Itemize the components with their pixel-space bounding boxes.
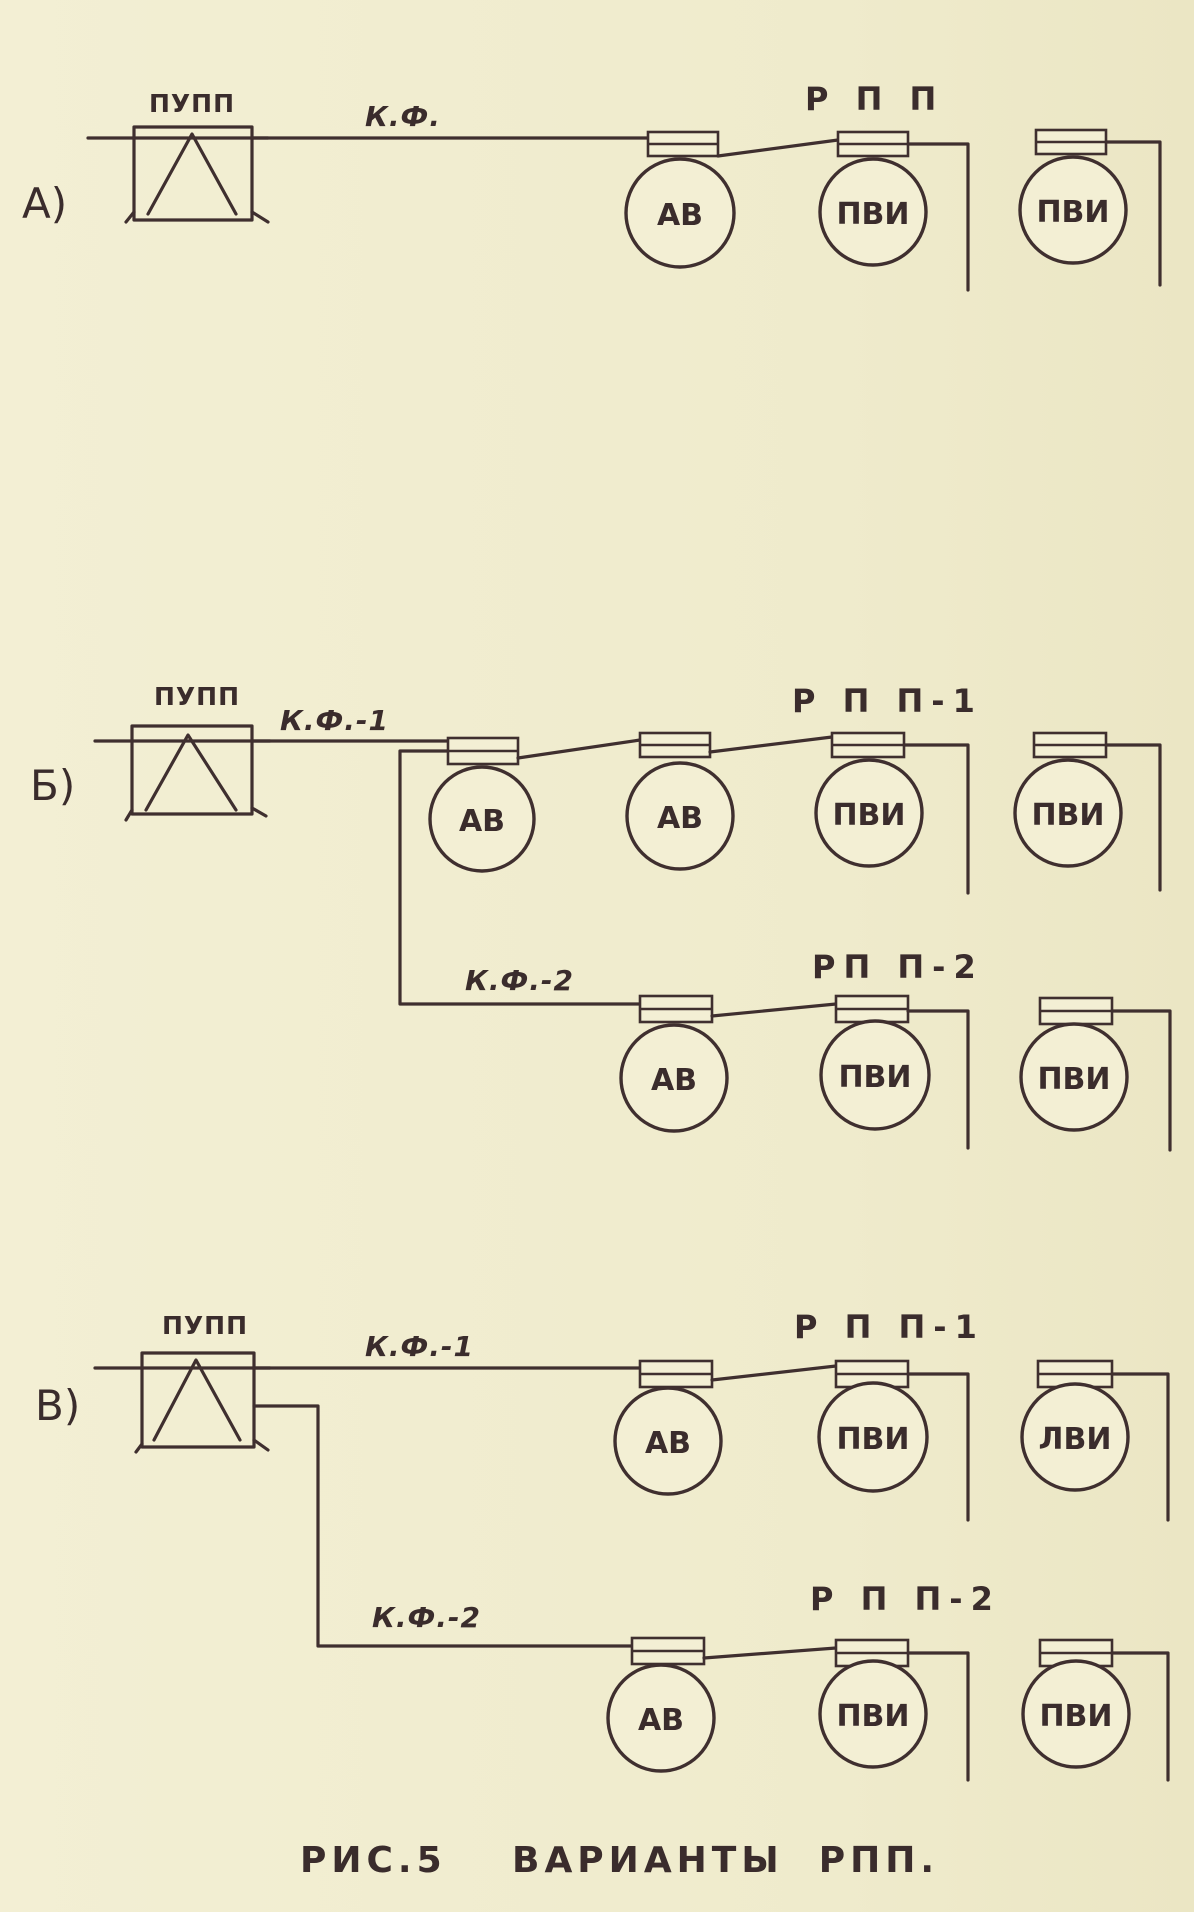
variant-c-row1-device-1-label: АВ xyxy=(645,1426,691,1461)
variant-c-row2-device-2: ПВИ xyxy=(818,1638,928,1769)
variant-c-cable-2-label: К.Ф.-2 xyxy=(372,1601,481,1634)
variant-c-group-2-label: Р П П-2 xyxy=(810,1580,1001,1618)
variant-a-device-2-label: ПВИ xyxy=(836,197,909,232)
variant-b-pupp-unit: ПУПП xyxy=(93,682,272,822)
variant-b-row1-device-4: ПВИ xyxy=(1013,731,1123,868)
variant-a: А) ПУПП К.Ф. Р П П АВ ПВИ xyxy=(22,80,1162,292)
variant-a-pupp-label: ПУПП xyxy=(149,89,235,118)
variant-c-row2-device-3: ПВИ xyxy=(1021,1638,1131,1769)
caption-figure-number: РИС.5 xyxy=(300,1840,447,1881)
variant-b-pupp-label: ПУПП xyxy=(154,682,240,711)
variant-b-row1-device-2: АВ xyxy=(625,731,735,871)
variant-c-row1-device-3-label: ЛВИ xyxy=(1039,1422,1112,1457)
variant-b-row1-device-3-label: ПВИ xyxy=(832,798,905,833)
variant-b-row2-device-3: ПВИ xyxy=(1019,996,1129,1132)
variant-c-row2-device-3-label: ПВИ xyxy=(1039,1699,1112,1734)
variant-b-row1-device-3: ПВИ xyxy=(814,731,924,868)
variant-c-pupp-unit: ПУПП xyxy=(93,1311,272,1454)
variant-a-label: А) xyxy=(22,179,67,228)
variant-c-row2-device-1: АВ xyxy=(606,1636,716,1773)
variant-a-device-1: АВ xyxy=(624,130,736,269)
variant-c-row2-device-1-label: АВ xyxy=(638,1703,684,1738)
variant-c-row2-device-2-label: ПВИ xyxy=(836,1699,909,1734)
variant-b-row1-device-4-label: ПВИ xyxy=(1031,798,1104,833)
variant-b-row1-device-1-label: АВ xyxy=(459,804,505,839)
figure-caption: РИС.5 ВАРИАНТЫ РПП. xyxy=(300,1840,939,1881)
variant-c-pupp-label: ПУПП xyxy=(162,1311,248,1340)
variant-a-device-1-label: АВ xyxy=(657,198,703,233)
variant-b: Б) ПУПП К.Ф.-1 Р П П-1 К.Ф.-2 РП П-2 АВ xyxy=(30,682,1172,1152)
variant-b-row2-device-1-label: АВ xyxy=(651,1063,697,1098)
variant-b-group-1-label: Р П П-1 xyxy=(792,682,983,720)
variant-a-group-label: Р П П xyxy=(805,80,944,118)
variant-c-row1-device-2: ПВИ xyxy=(817,1359,929,1493)
variant-c: В) ПУПП К.Ф.-1 Р П П-1 К.Ф.-2 Р П П-2 АВ xyxy=(35,1308,1170,1782)
variant-b-row2-device-2-label: ПВИ xyxy=(838,1060,911,1095)
variant-b-row1-device-1: АВ xyxy=(428,736,536,873)
variant-c-cable-2 xyxy=(252,1404,634,1648)
variant-b-row2-device-2: ПВИ xyxy=(819,994,931,1131)
variant-c-group-1-label: Р П П-1 xyxy=(794,1308,985,1346)
variant-a-device-3: ПВИ xyxy=(1018,128,1128,265)
variant-c-cable-1-label: К.Ф.-1 xyxy=(365,1330,474,1363)
variant-b-cable-2-label: К.Ф.-2 xyxy=(465,964,574,997)
variant-b-cable-1-label: К.Ф.-1 xyxy=(280,704,389,737)
caption-title: ВАРИАНТЫ РПП. xyxy=(512,1840,939,1881)
variant-c-label: В) xyxy=(35,1381,80,1430)
variant-b-row2-device-1: АВ xyxy=(619,994,729,1133)
variant-b-label: Б) xyxy=(30,761,75,810)
variant-c-row1-device-3: ЛВИ xyxy=(1020,1359,1130,1492)
variant-a-device-3-label: ПВИ xyxy=(1036,195,1109,230)
variant-a-pupp-unit: ПУПП xyxy=(86,89,270,224)
variant-b-row2-device-3-label: ПВИ xyxy=(1037,1062,1110,1097)
variant-c-row1-device-1: АВ xyxy=(613,1359,723,1496)
variant-a-device-2: ПВИ xyxy=(818,130,928,267)
variant-b-row1-device-2-label: АВ xyxy=(657,801,703,836)
variant-a-cable-label: К.Ф. xyxy=(365,100,441,133)
variant-b-group-2-label: РП П-2 xyxy=(812,948,984,986)
variant-b-cable-2 xyxy=(398,749,642,1006)
variant-c-row1-device-2-label: ПВИ xyxy=(836,1422,909,1457)
